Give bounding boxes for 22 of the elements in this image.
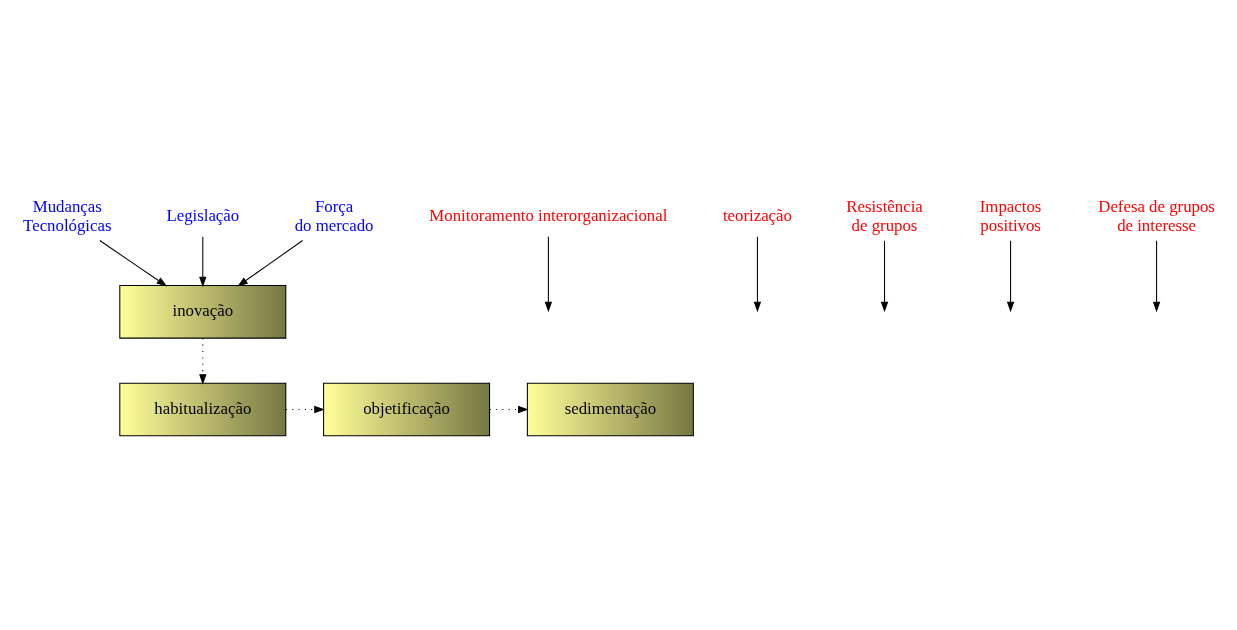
node-box: habitualização	[119, 382, 287, 437]
node-text: Defesa de grupos de interesse	[1098, 196, 1215, 235]
arrow	[489, 405, 529, 414]
node-text: Impactos positivos	[979, 196, 1042, 235]
node-text: Legislação	[166, 206, 240, 226]
arrow	[285, 405, 325, 414]
node-box: inovação	[119, 285, 287, 339]
arrow	[99, 239, 168, 287]
arrow	[199, 236, 207, 288]
arrow	[753, 236, 762, 313]
node-text: Força do mercado	[294, 196, 374, 235]
node-box: objetificação	[323, 382, 491, 437]
arrow	[544, 236, 553, 313]
node-text: Mudanças Tecnológicas	[23, 196, 112, 235]
node-text: teorização	[722, 206, 792, 226]
node-box: sedimentação	[526, 382, 694, 437]
node-text: Resistência de grupos	[846, 196, 923, 235]
arrow	[1152, 240, 1161, 313]
arrow	[880, 240, 889, 313]
arrow	[1006, 240, 1015, 313]
arrow	[237, 239, 304, 287]
node-text: Monitoramento interorganizacional	[429, 206, 668, 226]
